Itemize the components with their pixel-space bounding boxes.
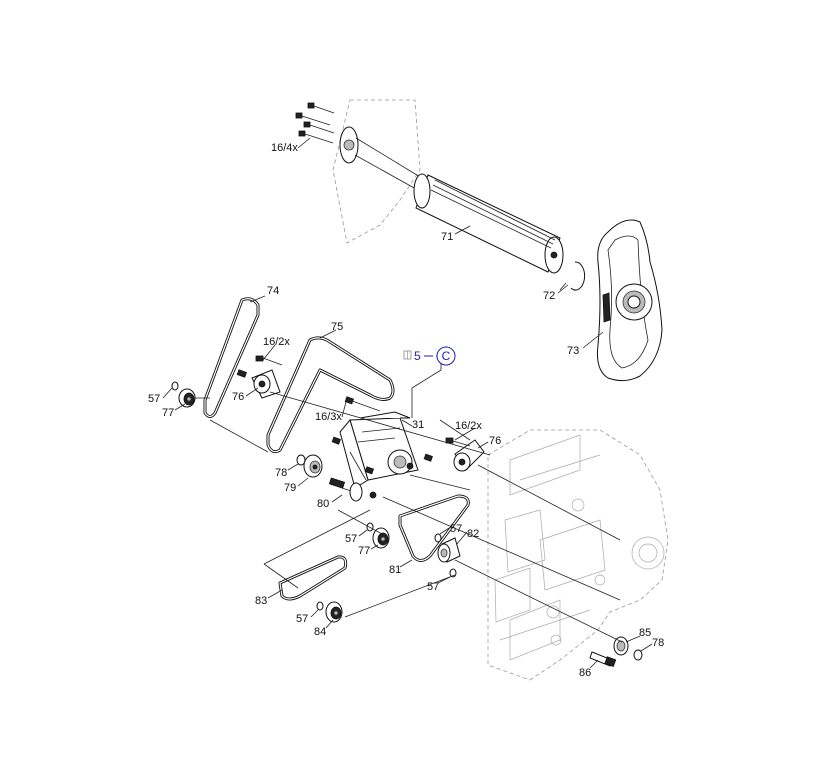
- reference-letter: C: [442, 349, 451, 363]
- label-81: 81: [389, 564, 401, 576]
- label-57-low: 57: [427, 581, 439, 593]
- drive-gear-80: [328, 477, 377, 502]
- label-80: 80: [317, 498, 329, 510]
- belt-83: [278, 555, 348, 601]
- label-16-3x: 16/3x: [315, 411, 342, 423]
- pulley-84: [325, 601, 343, 623]
- label-77-lower: 77: [358, 545, 370, 557]
- pulley-79: [303, 454, 323, 478]
- label-57-upper: 57: [148, 393, 160, 405]
- label-72: 72: [543, 290, 555, 302]
- lower-frame-outline: [487, 429, 669, 681]
- label-57-right: 57: [450, 523, 462, 535]
- label-16-2x-right: 16/2x: [455, 420, 482, 432]
- cross-reference[interactable]: 5 C: [403, 346, 456, 366]
- label-78-right: 78: [652, 637, 664, 649]
- washer-78-right: [633, 649, 643, 661]
- label-75: 75: [331, 321, 343, 333]
- label-57-mid: 57: [345, 533, 357, 545]
- leader-lines: [162, 137, 653, 669]
- label-86: 86: [579, 667, 591, 679]
- label-78-left: 78: [275, 467, 287, 479]
- washer-57-upper: [171, 381, 179, 391]
- label-76-left: 76: [232, 391, 244, 403]
- label-31: 31: [412, 419, 424, 431]
- book-icon: [403, 350, 412, 360]
- upper-frame-outline: [332, 99, 421, 244]
- label-71: 71: [441, 231, 453, 243]
- washer-57-right: [434, 533, 442, 543]
- shaft-86: [589, 651, 617, 667]
- tensioner-76-right: [445, 437, 485, 472]
- tensioner-76-left: [236, 355, 283, 399]
- label-73: 73: [567, 345, 579, 357]
- label-16-2x-left: 16/2x: [263, 336, 290, 348]
- label-82: 82: [467, 528, 479, 540]
- roller-shaft: [339, 126, 564, 274]
- idler-82: [437, 537, 461, 563]
- label-77-upper: 77: [162, 407, 174, 419]
- label-79: 79: [284, 482, 296, 494]
- side-cover-73: [597, 219, 663, 382]
- pulley-77-lower: [372, 527, 390, 549]
- gearbox-31: [339, 411, 419, 489]
- label-57-bottom: 57: [296, 613, 308, 625]
- screw-set-16-4x: [295, 102, 335, 144]
- label-16-4x: 16/4x: [271, 142, 298, 154]
- label-83: 83: [255, 595, 267, 607]
- circlip-72: [559, 261, 586, 291]
- screw-set-16-3x: [331, 396, 433, 475]
- reference-circle: [436, 346, 456, 366]
- belt-81: [398, 494, 470, 562]
- washer-57-bottom: [316, 601, 324, 611]
- pulley-77-upper: [178, 388, 210, 408]
- label-76-right: 76: [489, 435, 501, 447]
- pulley-85: [613, 636, 629, 656]
- label-84: 84: [314, 626, 326, 638]
- reference-page: 5: [414, 349, 421, 363]
- label-74: 74: [267, 285, 279, 297]
- belt-75: [266, 336, 395, 454]
- label-85: 85: [639, 627, 651, 639]
- belt-74: [203, 297, 260, 418]
